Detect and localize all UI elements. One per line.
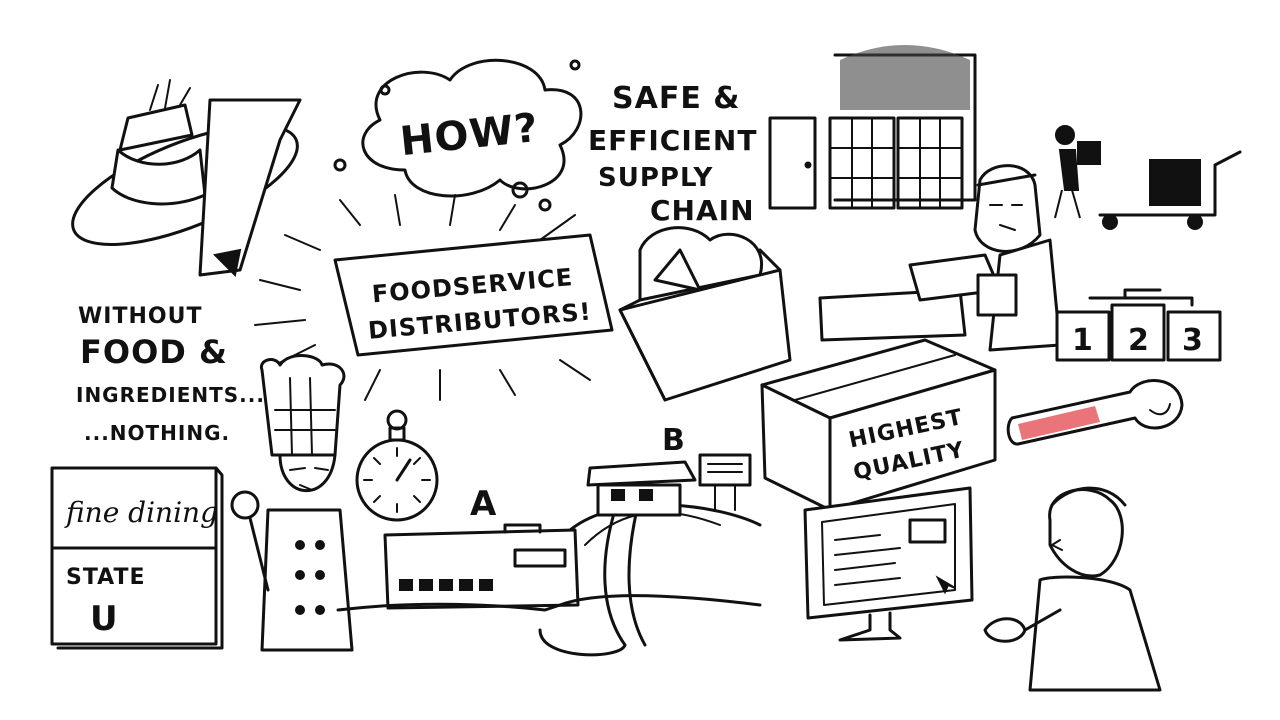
- without-caption-line1: WITHOUT: [78, 304, 202, 329]
- safe-caption-line2: EFFICIENT: [588, 124, 757, 157]
- point-b-label: B: [662, 423, 686, 458]
- podium-step-3: 3: [1182, 323, 1204, 358]
- thermometer-icon: [1006, 379, 1184, 446]
- podium-step-1: 1: [1072, 323, 1094, 358]
- warehouse-doors-icon: [768, 45, 977, 210]
- safe-caption-line1: SAFE &: [612, 81, 740, 116]
- hand-truck-icon: [1098, 150, 1242, 230]
- podium-icon: [1055, 288, 1222, 362]
- chef-icon: [230, 354, 354, 652]
- thought-cloud-icon: [333, 58, 583, 212]
- house-icon: [586, 453, 752, 517]
- without-caption-line2: FOOD &: [80, 333, 228, 371]
- point-a-label: A: [470, 484, 497, 524]
- how-caption: HOW?: [398, 105, 541, 165]
- warehouse-worker-icon: [818, 164, 1062, 352]
- sign-state: STATE: [66, 565, 146, 590]
- shipping-box-icon: [760, 338, 997, 512]
- man-at-computer-icon: [983, 486, 1162, 692]
- without-caption-line3: INGREDIENTS...: [76, 383, 265, 407]
- podium-step-2: 2: [1128, 323, 1150, 358]
- delivery-person-icon: [1054, 125, 1101, 219]
- stopwatch-icon: [355, 409, 439, 522]
- plated-dish-icon: [71, 79, 302, 278]
- sign-u-logo: U: [90, 599, 119, 639]
- computer-monitor-icon: [803, 486, 974, 642]
- without-caption-line4: ...NOTHING.: [84, 421, 230, 445]
- restaurant-sign: [50, 466, 224, 650]
- produce-box-icon: [618, 226, 792, 402]
- safe-caption-line3: SUPPLY: [598, 163, 713, 193]
- safe-caption-line4: CHAIN: [650, 194, 755, 227]
- factory-icon: [383, 523, 580, 610]
- banner-shape: [333, 233, 614, 357]
- sign-fine-dining: fine dining: [64, 496, 218, 529]
